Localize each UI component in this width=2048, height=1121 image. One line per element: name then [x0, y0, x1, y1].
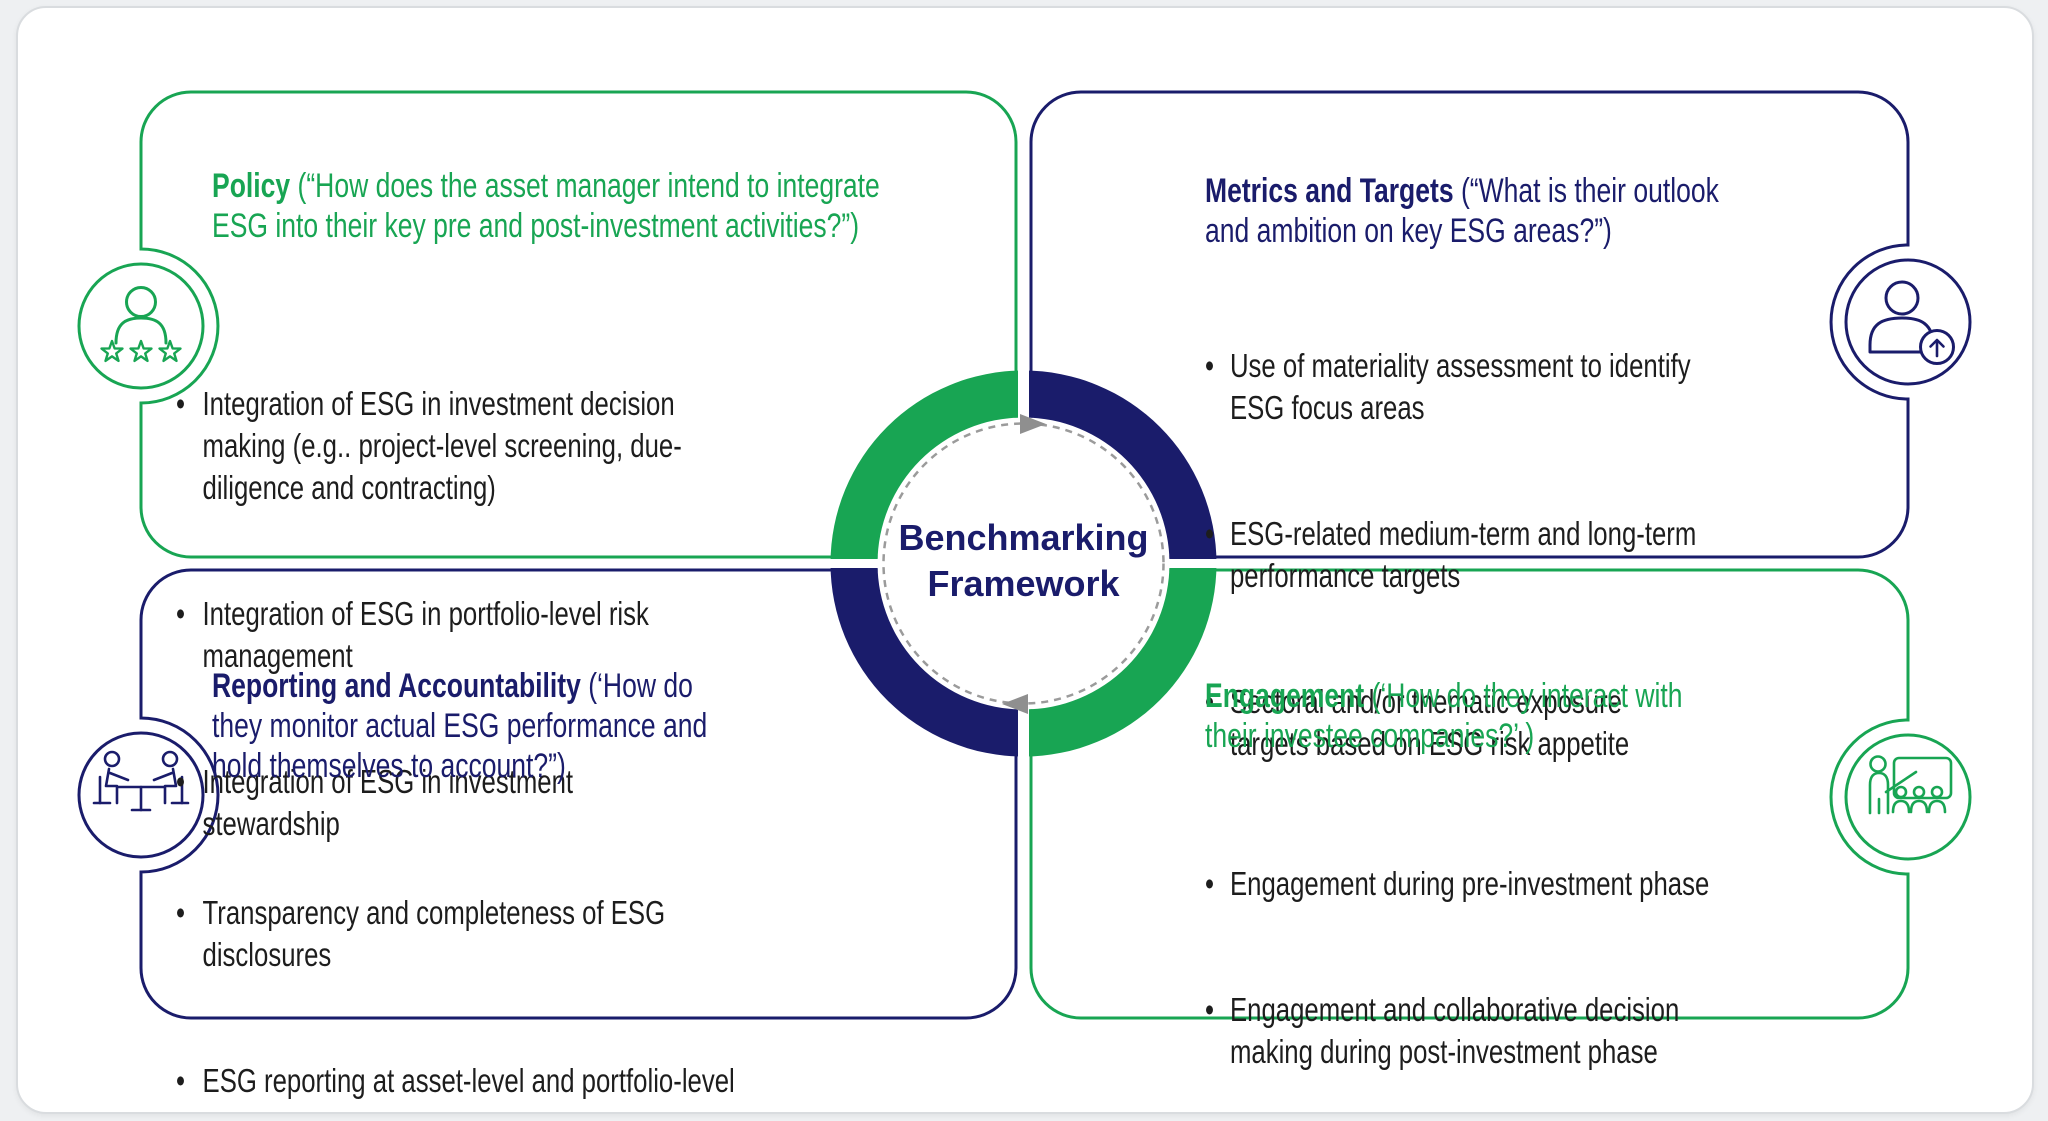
meeting-table-icon — [77, 731, 205, 859]
cycle-dashed-circle — [882, 422, 1165, 705]
cycle-arrow-top-icon — [1020, 414, 1046, 434]
cycle-arrow-bottom-icon — [1002, 694, 1028, 714]
center-hub-ring — [822, 362, 1226, 766]
presenter-training-icon — [1844, 733, 1972, 861]
policy-box-border — [139, 90, 1018, 559]
person-rating-stars-icon — [77, 262, 205, 390]
metrics-box-border — [1029, 90, 1910, 559]
user-growth-icon — [1844, 258, 1972, 386]
engagement-box-border — [1029, 568, 1910, 1020]
reporting-box-border — [139, 568, 1018, 1020]
